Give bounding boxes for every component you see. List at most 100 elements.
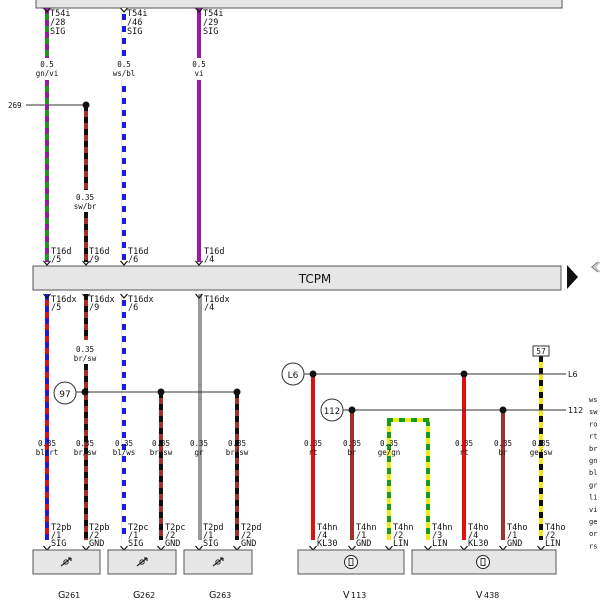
pin-v438-2: T4ho /1 GND <box>507 523 527 549</box>
bw-color-12: ge/sw <box>530 448 553 457</box>
wire-wsbl <box>121 80 126 262</box>
swbr-wire-color: sw/br <box>74 202 97 211</box>
ref-269-label: 269 <box>8 101 22 110</box>
top-pin-arrow-1 <box>43 7 51 13</box>
tcpm-out-arrow-2 <box>82 293 90 299</box>
tcpm-bottom-pin-num-2: /9 <box>89 303 99 313</box>
bw-size-11: 0.35 <box>494 439 512 448</box>
motor-icon <box>476 555 490 569</box>
bp-pin-8: T4hn <box>356 523 376 533</box>
bp-fn-12: GND <box>507 539 522 549</box>
bp-pin-4: T2pc <box>165 523 185 533</box>
component-g262-prefix: G <box>133 590 140 601</box>
tcpm-label: TCPM <box>298 272 332 286</box>
tcpm-bottom-pins: T16dx /5 T16dx /9 T16dx /6 T16dx /4 <box>51 295 230 313</box>
legend-item: gn <box>589 457 597 465</box>
bw-color-7: rt <box>308 448 317 457</box>
top-pin-fn-2: SIG <box>127 27 142 37</box>
component-pin-arrow-7 <box>309 545 317 551</box>
legend-item: rt <box>589 433 597 441</box>
bw-color-10: rt <box>459 448 468 457</box>
component-g263-num: 263 <box>216 591 231 600</box>
tcpm-in-arrow-4 <box>195 260 203 266</box>
bp-pin-2: T2pb <box>89 523 109 533</box>
pin-v113-2: T4hn /1 GND <box>356 523 376 549</box>
top-wire-size-3: 0.5 <box>192 60 206 69</box>
pin-v438-1: T4ho /4 KL30 <box>468 523 488 549</box>
bottom-wire-labels: 0.35 bl/rt 0.35 br/sw 0.35 bl/ws 0.35 br… <box>36 439 553 457</box>
page-edge-icon <box>590 261 600 273</box>
legend-item: ro <box>589 420 597 428</box>
bw-size-3: 0.35 <box>115 439 133 448</box>
bp-fn-7: KL30 <box>317 539 337 549</box>
legend-item: gr <box>589 481 597 489</box>
bp-pin-11: T4ho <box>468 523 488 533</box>
component-pin-arrow-13 <box>537 545 545 551</box>
component-g261-num: 261 <box>65 591 80 600</box>
component-pin-arrow-10 <box>424 545 432 551</box>
bus-112: 112 112 <box>320 398 583 422</box>
box-57-label: 57 <box>536 347 546 356</box>
bw-size-8: 0.35 <box>343 439 361 448</box>
top-wire-color-1: gn/vi <box>36 69 59 78</box>
bp-fn-10: LIN <box>432 539 447 549</box>
pin-g263-1: T2pd /1 SIG <box>203 523 223 549</box>
bp-pin-6: T2pd <box>241 523 261 533</box>
bus-l6: L6 L6 <box>281 362 578 386</box>
component-pin-arrow-3 <box>120 545 128 551</box>
top-pin-1: T54i <box>50 9 70 19</box>
bp-num-3: /1 <box>128 531 138 541</box>
brsw-mid-size: 0.35 <box>76 345 94 354</box>
bp-num-1: /1 <box>51 531 61 541</box>
ref-112-right: 112 <box>568 406 583 415</box>
tcpm-bottom-pin-num-1: /5 <box>51 303 61 313</box>
bp-num-11: /4 <box>468 531 478 541</box>
pin-v113-3: T4hn /2 LIN <box>393 523 413 549</box>
top-module-bar <box>35 0 563 9</box>
bp-num-8: /1 <box>356 531 366 541</box>
top-pin-arrow-2 <box>120 7 128 13</box>
bw-color-2: br/sw <box>74 448 97 457</box>
bw-size-1: 0.35 <box>38 439 56 448</box>
tcpm-in-arrow-3 <box>120 260 128 266</box>
bp-fn-11: KL30 <box>468 539 488 549</box>
bw-color-6: br/sw <box>226 448 249 457</box>
bp-num-5: /1 <box>203 531 213 541</box>
bw-size-4: 0.35 <box>152 439 170 448</box>
bw-size-5: 0.35 <box>190 439 208 448</box>
pin-v438-3: T4ho /2 LIN <box>545 523 565 549</box>
tcpm-top-pin-1: T16d <box>51 247 71 257</box>
component-g263: G 263 <box>183 549 253 601</box>
swbr-wire-size: 0.35 <box>76 193 94 202</box>
bw-size-2: 0.35 <box>76 439 94 448</box>
tcpm-bottom-pin-2: T16dx <box>89 295 115 305</box>
bp-fn-1: SIG <box>51 539 66 549</box>
component-pin-arrow-6 <box>233 545 241 551</box>
pin-g261-1: T2pb /1 SIG <box>51 523 71 549</box>
bp-num-4: /2 <box>165 531 175 541</box>
top-pin-fn-3: SIG <box>203 27 218 37</box>
bw-color-4: br/sw <box>150 448 173 457</box>
splice-l6-label: L6 <box>288 371 299 381</box>
bp-fn-9: LIN <box>393 539 408 549</box>
legend-item: bl <box>589 469 597 477</box>
pin-v113-4: T4hn /3 LIN <box>432 523 452 549</box>
bp-fn-2: GND <box>89 539 104 549</box>
tcpm-in-arrow-2 <box>82 260 90 266</box>
legend-item: sw <box>589 408 598 416</box>
tcpm-out-arrow-3 <box>120 293 128 299</box>
bp-fn-3: SIG <box>128 539 143 549</box>
arrow-right-icon[interactable] <box>567 265 578 289</box>
sensor-icon <box>212 557 224 567</box>
bp-fn-13: LIN <box>545 539 560 549</box>
bp-num-12: /1 <box>507 531 517 541</box>
top-pin-arrow-3 <box>195 7 203 13</box>
ref-l6-right: L6 <box>568 370 578 379</box>
tcpm-top-pin-num-1: /5 <box>51 255 61 265</box>
brsw-mid-color: br/sw <box>74 354 97 363</box>
wires <box>42 7 545 551</box>
legend-item: ge <box>589 518 597 526</box>
wire-wsbl-top <box>121 8 126 58</box>
